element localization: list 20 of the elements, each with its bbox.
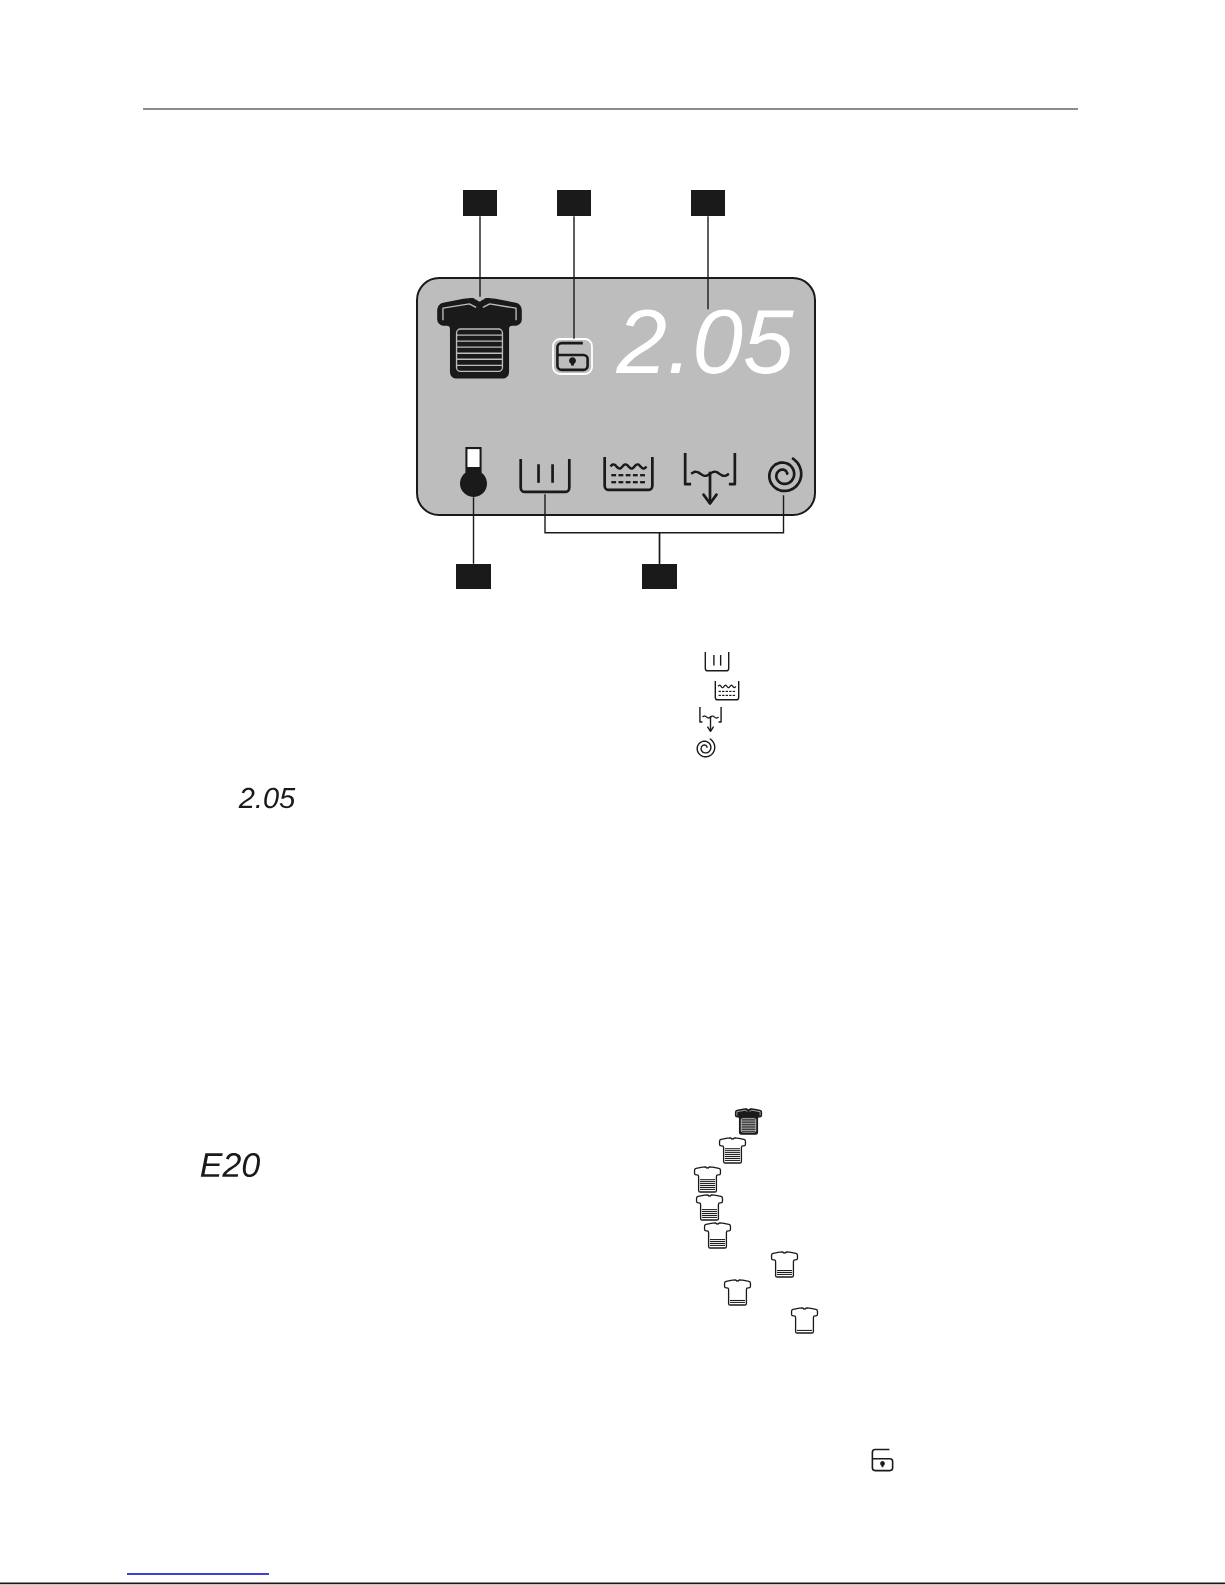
leader-line xyxy=(472,496,475,565)
display-digits: 2.05 xyxy=(615,309,794,374)
lock-icon xyxy=(552,338,593,375)
wash-tub-icon xyxy=(519,459,571,494)
callout-box xyxy=(557,190,591,216)
spiral-icon xyxy=(767,457,803,493)
callout-box xyxy=(642,564,677,589)
display-code: E20 xyxy=(200,1153,260,1178)
drain-icon xyxy=(683,453,737,505)
leader-line xyxy=(573,215,575,340)
leader-line xyxy=(658,494,785,565)
display-code: 2.05 xyxy=(238,787,296,809)
callout-box xyxy=(463,190,497,216)
callout-box xyxy=(456,564,491,589)
leader-line xyxy=(479,215,481,298)
display-panel xyxy=(416,277,816,516)
callout-box xyxy=(691,190,725,216)
shirt-icon xyxy=(437,297,522,379)
leader-line xyxy=(707,215,709,310)
rinse-tub-icon xyxy=(603,457,654,492)
